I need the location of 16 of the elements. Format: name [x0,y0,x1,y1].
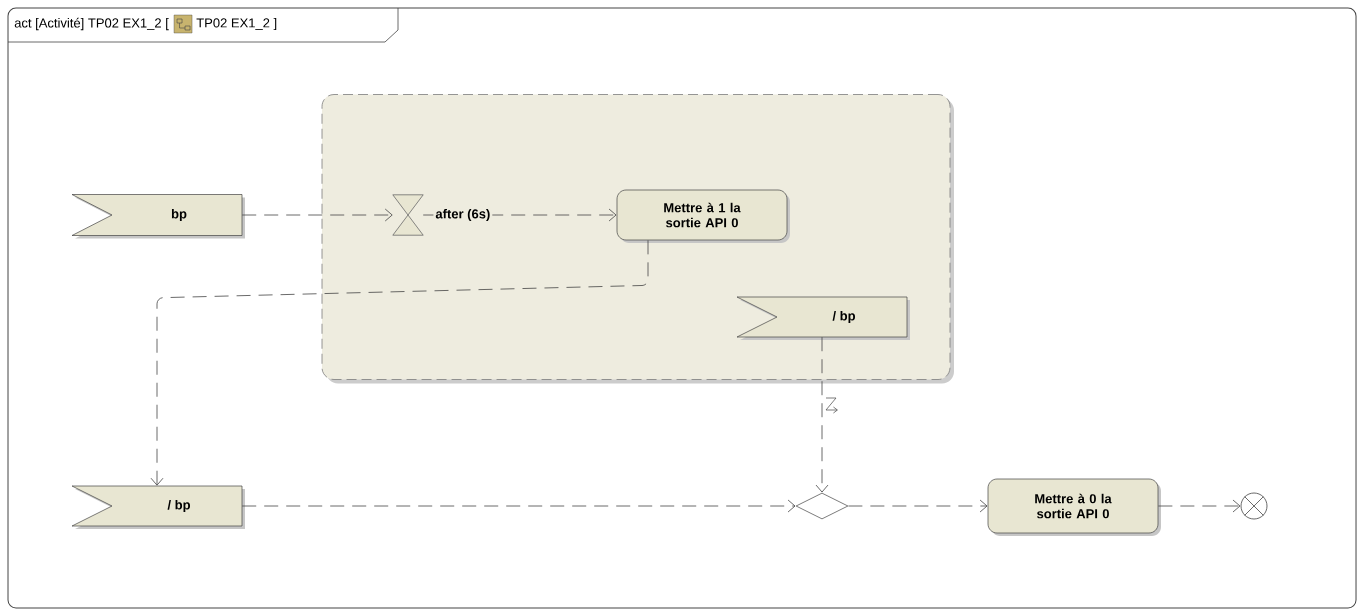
arrow [150,239,649,486]
interrupting-arrow [815,336,829,493]
flow-final-node [1240,492,1268,520]
action-box: Mettre à 1 la sortie API 0 [616,189,790,243]
title: TP02 EX1_2 ] [196,17,277,31]
arrow [1157,499,1241,513]
arrow [241,208,393,222]
merge-diamond [795,492,849,520]
hourglass-icon [392,194,424,236]
arrow [847,499,988,513]
arrow [241,499,796,513]
action-box: Mettre à 0 la sortie API 0 [987,478,1161,536]
accept-event: / bp [71,485,245,529]
accept-event: bp [71,194,245,239]
title: act [Activité] TP02 EX1_2 [ [14,17,169,31]
interruptible-region [321,94,954,384]
